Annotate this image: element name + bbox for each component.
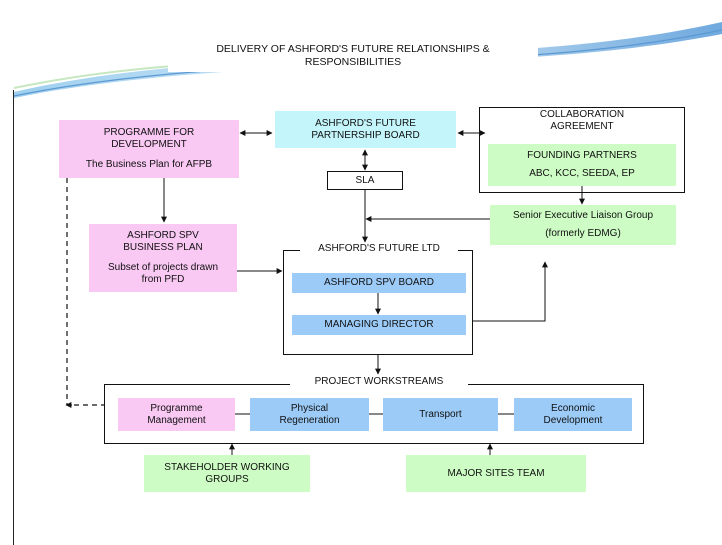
- founding-line-2: ABC, KCC, SEEDA, EP: [529, 168, 635, 179]
- stakeholder-line-2: GROUPS: [205, 473, 249, 485]
- page-title: DELIVERY OF ASHFORD'S FUTURE RELATIONSHI…: [168, 40, 538, 72]
- transport-label: Transport: [419, 408, 462, 420]
- spv-plan-line-2: BUSINESS PLAN: [123, 242, 203, 253]
- prog-mgmt-line-1: Programme: [150, 402, 203, 414]
- slide-frame-edge: [13, 90, 14, 545]
- stakeholder-working-groups-box: STAKEHOLDER WORKING GROUPS: [144, 455, 310, 492]
- arrow-afl-selg: [473, 261, 548, 322]
- economic-line-1: Economic: [551, 402, 595, 414]
- workstreams-label: PROJECT WORKSTREAMS: [290, 376, 468, 387]
- afpb-line-2: PARTNERSHIP BOARD: [311, 129, 420, 141]
- senior-executive-liaison-group-box: Senior Executive Liaison Group (formerly…: [490, 205, 676, 245]
- spv-business-plan-box: ASHFORD SPV BUSINESS PLAN Subset of proj…: [89, 224, 237, 292]
- ashfords-future-ltd-box: [283, 250, 473, 355]
- programme-management-box: Programme Management: [118, 398, 235, 431]
- spv-plan-sub-2: from PFD: [141, 274, 185, 285]
- sla-label: SLA: [355, 174, 375, 186]
- prog-mgmt-line-2: Management: [147, 414, 206, 426]
- collab-line-2: AGREEMENT: [550, 121, 614, 132]
- afpb-box: ASHFORD'S FUTURE PARTNERSHIP BOARD: [275, 111, 456, 148]
- afpb-line-1: ASHFORD'S FUTURE: [315, 117, 416, 129]
- managing-director-box: MANAGING DIRECTOR: [292, 315, 466, 335]
- spv-plan-line-1: ASHFORD SPV: [127, 230, 199, 241]
- stakeholder-line-1: STAKEHOLDER WORKING: [164, 461, 290, 473]
- economic-development-box: Economic Development: [514, 398, 632, 431]
- selg-line-2: (formerly EDMG): [545, 228, 621, 239]
- sla-box: SLA: [327, 171, 403, 190]
- md-label: MANAGING DIRECTOR: [324, 319, 434, 330]
- physical-line-2: Regeneration: [279, 414, 340, 426]
- physical-line-1: Physical: [290, 402, 329, 414]
- selg-line-1: Senior Executive Liaison Group: [512, 210, 654, 221]
- major-sites-label: MAJOR SITES TEAM: [447, 467, 545, 479]
- founding-partners-box: FOUNDING PARTNERS ABC, KCC, SEEDA, EP: [488, 144, 676, 186]
- physical-regeneration-box: Physical Regeneration: [250, 398, 369, 431]
- afl-label: ASHFORD'S FUTURE LTD: [300, 243, 458, 254]
- founding-line-1: FOUNDING PARTNERS: [527, 150, 637, 161]
- spv-board-box: ASHFORD SPV BOARD: [292, 273, 466, 293]
- collab-line-1: COLLABORATION: [539, 109, 625, 120]
- programme-line-2: DEVELOPMENT: [111, 139, 187, 150]
- title-line-1: DELIVERY OF ASHFORD'S FUTURE RELATIONSHI…: [216, 43, 490, 55]
- collaboration-agreement-box: COLLABORATION AGREEMENT: [479, 107, 685, 193]
- spv-plan-sub-1: Subset of projects drawn: [107, 262, 219, 273]
- programme-for-development-box: PROGRAMME FOR DEVELOPMENT The Business P…: [59, 120, 239, 178]
- spv-board-label: ASHFORD SPV BOARD: [323, 277, 435, 288]
- economic-line-2: Development: [543, 414, 603, 426]
- title-line-2: RESPONSIBILITIES: [304, 56, 402, 68]
- major-sites-team-box: MAJOR SITES TEAM: [406, 455, 586, 492]
- transport-box: Transport: [383, 398, 498, 431]
- programme-sub: The Business Plan for AFPB: [85, 159, 213, 170]
- programme-line-1: PROGRAMME FOR: [103, 127, 195, 138]
